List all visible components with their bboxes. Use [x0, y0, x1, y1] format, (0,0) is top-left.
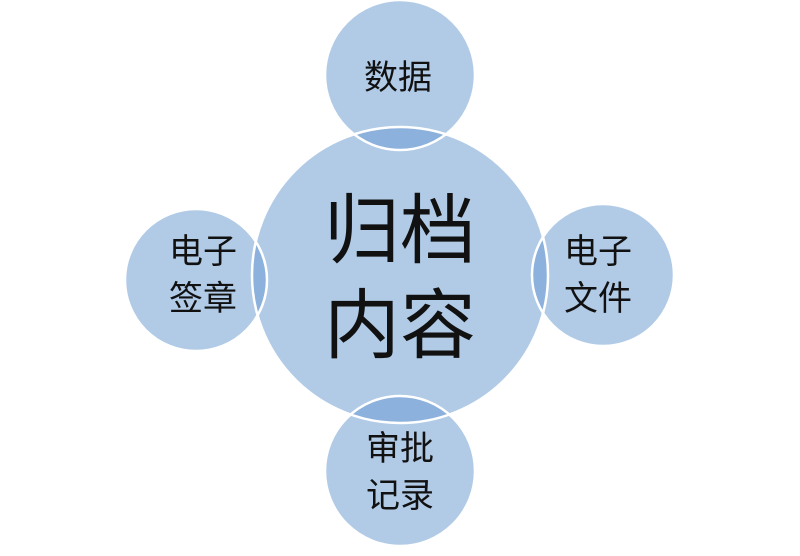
node-label-left-line-2: 签章: [169, 279, 237, 319]
node-circle-right: [532, 204, 674, 346]
node-label-left-line-1: 电子: [169, 232, 237, 272]
node-circle-bottom: [325, 396, 475, 546]
node-label-right-line-1: 电子: [564, 232, 632, 272]
node-circle-left: [125, 209, 267, 351]
node-label-right-line-2: 文件: [564, 279, 632, 319]
center-label-line-2: 内容: [324, 281, 476, 370]
center-circle: [252, 127, 548, 423]
circle-outlines: [123, 0, 676, 548]
node-circle-top: [325, 0, 475, 150]
node-label-bottom-line-2: 记录: [366, 476, 434, 516]
node-label-top-line-1: 数据: [364, 58, 432, 98]
center-label-line-1: 归档: [324, 186, 476, 275]
node-label-bottom-line-1: 审批: [366, 429, 434, 469]
